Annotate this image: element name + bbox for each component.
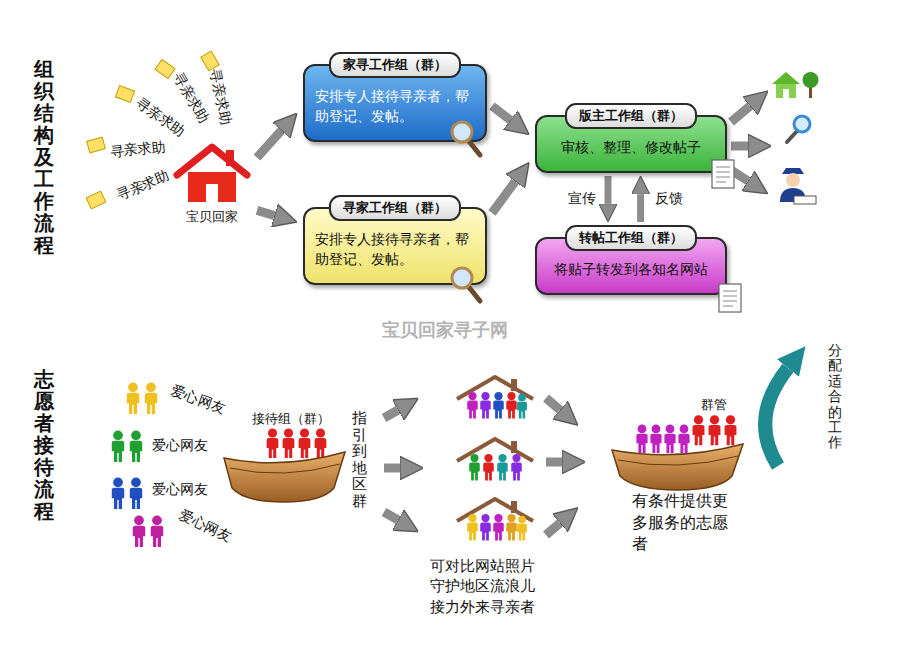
group-duty: 审核、整理、修改帖子 [535, 129, 727, 173]
flow-arrow [492, 106, 511, 120]
group-house [457, 439, 533, 481]
note-label: 寻亲求助 [109, 138, 167, 162]
group-house [457, 377, 533, 419]
group-duty: 安排专人接待寻亲者，帮助登记、发帖。 [303, 221, 487, 285]
group-name: 接待组（群） [252, 410, 330, 428]
assign-arrow [765, 368, 788, 466]
edge-label: 反馈 [653, 190, 685, 208]
group-duty: 将贴子转发到各知名网站 [535, 251, 727, 295]
note-label: 有条件提供更多服务的志愿者 [632, 490, 734, 555]
home-icon [772, 72, 819, 98]
house-icon [177, 147, 247, 202]
note-label: 可对比网站照片 守护地区流浪儿 接力外来寻亲者 [430, 556, 541, 617]
boat-illustration [224, 428, 345, 502]
process-box: 家寻工作组（群）安排专人接待寻亲者，帮助登记、发帖。 [303, 52, 487, 142]
search-icon [787, 116, 810, 142]
process-box: 转帖工作组（群）将贴子转发到各知名网站 [535, 225, 727, 295]
site-house: 宝贝回家 [172, 140, 252, 228]
document-icon [719, 284, 741, 312]
vertical-title: 志愿者接待流程 [34, 368, 54, 522]
group-house [457, 499, 533, 541]
process-box: 版主工作组（群）审核、整理、修改帖子 [535, 103, 727, 173]
group-heading: 家寻工作组（群） [329, 52, 461, 78]
flow-arrow [492, 181, 515, 213]
group-name: 群管 [701, 396, 727, 414]
boat-illustration [612, 415, 743, 490]
process-box: 寻家工作组（群）安排专人接待寻亲者，帮助登记、发帖。 [303, 195, 487, 285]
magnifier-icon [452, 122, 480, 155]
group-boat: 群管 [610, 396, 745, 492]
note-label: 宝贝回家寻子网 [382, 318, 508, 342]
vertical-title: 指引到地区群 [352, 410, 367, 509]
edge-label: 宣传 [566, 190, 598, 208]
group-heading: 版主工作组（群） [565, 103, 697, 129]
volunteer-figures [112, 382, 163, 547]
note-label: 寻亲求助 [114, 167, 173, 205]
note-label: 爱心网友 [152, 437, 208, 455]
note-label: 寻亲求助 [132, 95, 188, 142]
flow-arrow [605, 176, 612, 204]
site-name: 宝贝回家 [172, 208, 252, 226]
magnifier-icon [452, 268, 480, 301]
note-label: 爱心网友 [176, 506, 234, 546]
flow-arrow [637, 194, 644, 222]
group-heading: 转帖工作组（群） [565, 225, 697, 251]
group-boat: 接待组（群） [222, 408, 347, 508]
police-icon [780, 168, 816, 204]
flow-arrow [257, 131, 281, 158]
note-label: 爱心网友 [169, 382, 228, 418]
flow-arrow [257, 210, 275, 215]
document-icon [712, 160, 734, 188]
group-heading: 寻家工作组（群） [329, 195, 461, 221]
group-duty: 安排专人接待寻亲者，帮助登记、发帖。 [303, 78, 487, 142]
vertical-title: 组织结构及工作流程 [34, 58, 54, 256]
vertical-title: 分配适合的工作 [828, 343, 842, 451]
note-label: 爱心网友 [152, 481, 208, 499]
